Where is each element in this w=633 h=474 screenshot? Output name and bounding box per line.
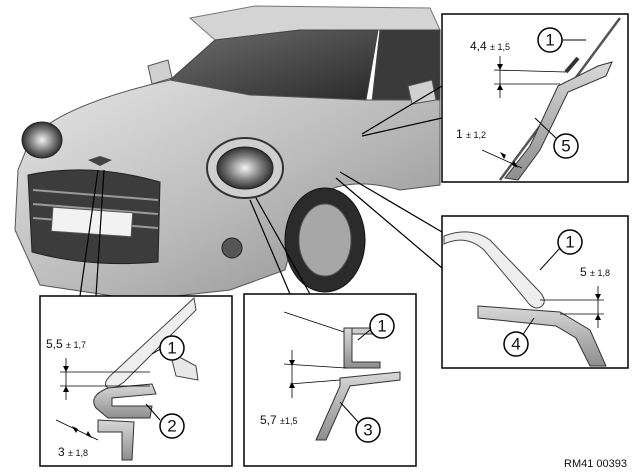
dim-top-right-1: 4,4 ± 1,5 (470, 39, 510, 53)
callout-1-middle-right-label: 1 (565, 233, 574, 252)
callout-4-label: 4 (511, 335, 520, 354)
callout-2-label: 2 (167, 417, 176, 436)
callout-1-top-right-label: 1 (545, 31, 554, 50)
callout-4 (503, 331, 529, 357)
callout-1-bottom-left (159, 335, 185, 361)
callout-1-bottom-left-label: 1 (167, 339, 176, 358)
callout-2 (159, 413, 185, 439)
callout-3-label: 3 (363, 421, 372, 440)
callout-5 (553, 133, 579, 159)
dim-bottom-left-1: 5,5 ± 1,7 (46, 337, 86, 351)
reference-code: RM41 00393 (564, 458, 627, 470)
callout-3 (355, 417, 381, 443)
dim-bottom-middle: 5,7 ±1,5 (260, 413, 297, 427)
detail-box-bottom-middle: 5,7 ±1,5 1 3 (243, 293, 417, 467)
detail-box-middle-right: 5 ± 1,8 1 4 (441, 215, 629, 369)
callout-1-bottom-middle (369, 313, 395, 339)
detail-box-top-right: 4,4 ± 1,5 1 ± 1,2 1 5 (441, 13, 629, 183)
callout-1-middle-right (557, 229, 583, 255)
dim-bottom-left-2: 3 ± 1,8 (58, 445, 88, 459)
dim-top-right-2: 1 ± 1,2 (456, 127, 486, 141)
callout-5-label: 5 (561, 137, 570, 156)
dim-middle-right: 5 ± 1,8 (580, 265, 610, 279)
callout-1-top-right (537, 27, 563, 53)
car-illustration (14, 5, 441, 301)
callout-1-bottom-middle-label: 1 (377, 317, 386, 336)
detail-box-bottom-left: 5,5 ± 1,7 3 ± 1,8 1 2 (39, 295, 233, 467)
pointer-lines (79, 85, 443, 297)
